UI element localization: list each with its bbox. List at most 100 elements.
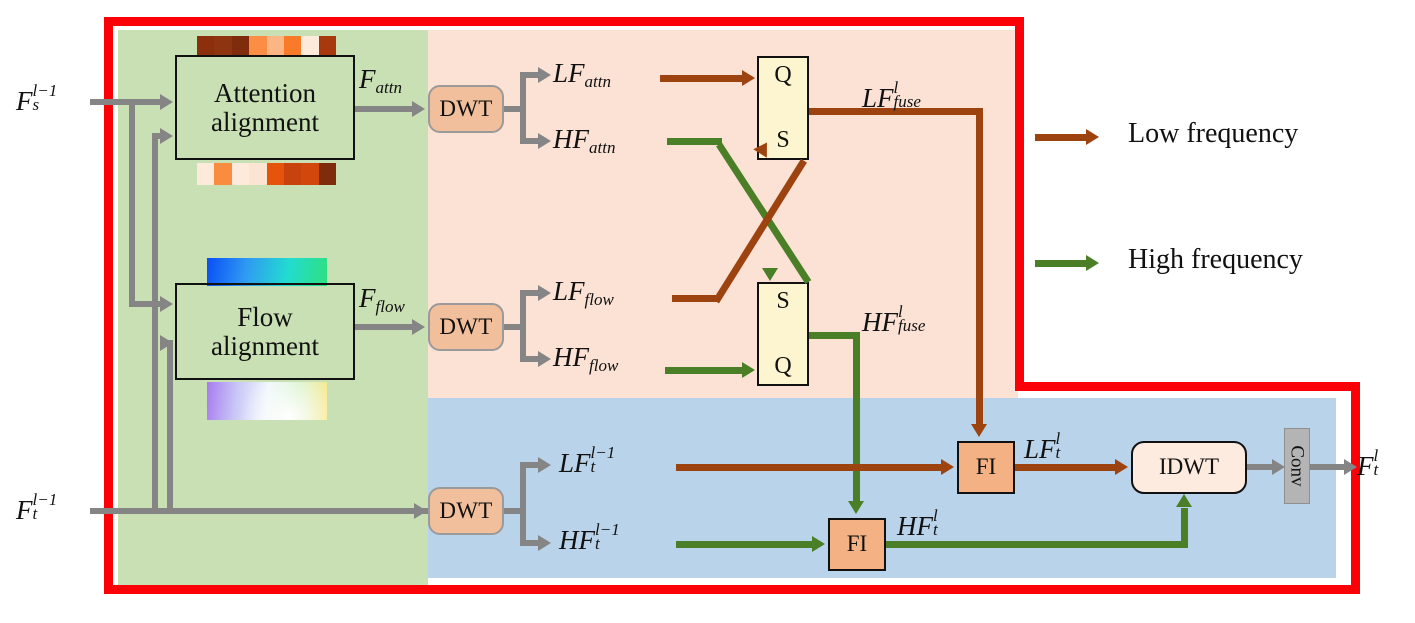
heatmap-cell — [318, 36, 336, 56]
qs-block-attention[interactable]: Q S — [757, 56, 809, 160]
red-outline-right-lower — [1351, 382, 1360, 594]
wire-dwt-target-lf — [520, 462, 540, 468]
arrowhead-hft-prev-to-fi — [812, 536, 825, 552]
dwt-block-flow[interactable]: DWT — [428, 303, 504, 351]
arrowhead-ft-to-dwt — [414, 503, 427, 519]
wire-dwt-flow-lf — [520, 290, 540, 296]
wire-fs-input — [90, 99, 162, 105]
wire-dwt-flow-bus — [520, 290, 526, 362]
attention-alignment-block[interactable]: Attention alignment — [175, 55, 355, 160]
heatmap-cell — [283, 36, 302, 56]
arrowhead-dwt-flow-lf — [538, 285, 551, 301]
wire-hfattn-stub — [667, 138, 722, 145]
label-hf-flow: HFflow — [553, 342, 619, 375]
wire-dwt-attn-lf — [520, 72, 540, 78]
arrowhead-fs-to-flow — [160, 296, 173, 312]
dwt-label: DWT — [439, 95, 493, 121]
flow-alignment-label-1: Flow — [237, 302, 293, 333]
fi-block-low[interactable]: FI — [957, 441, 1015, 494]
red-outline-bottom-right — [1015, 585, 1360, 594]
attention-heatmap-bottom — [197, 163, 336, 185]
fi-block-high[interactable]: FI — [828, 518, 886, 571]
legend-low-frequency-arrow-line — [1035, 134, 1090, 141]
arrowhead-dwt-attn-hf — [538, 133, 551, 149]
label-lf-attn: LFattn — [553, 58, 611, 91]
red-outline-left — [104, 17, 113, 594]
heatmap-cell — [214, 163, 232, 185]
attention-alignment-label-2: alignment — [211, 106, 319, 137]
wire-lffuse-vertical — [976, 108, 983, 428]
wire-idwt-to-conv — [1247, 464, 1277, 470]
legend-high-frequency-arrowhead — [1086, 255, 1099, 271]
arrowhead-attn-to-dwt — [412, 101, 425, 117]
wire-ft-vertical-flow — [167, 340, 173, 510]
arrowhead-dwt-target-hf — [538, 535, 551, 551]
wire-dwt-target-stem — [504, 508, 526, 514]
fi-label: FI — [846, 531, 868, 557]
wire-ft-input — [90, 508, 428, 514]
wire-ft-to-attention — [152, 133, 162, 139]
arrowhead-ft-to-attention — [160, 128, 173, 144]
heatmap-cell — [301, 36, 319, 56]
legend-high-frequency-label: High frequency — [1128, 244, 1303, 275]
red-outline-bottom-left — [104, 585, 1024, 594]
red-outline-right-upper — [1015, 17, 1024, 391]
wire-lfattn-to-q — [660, 75, 745, 82]
wire-dwt-target-bus — [520, 462, 526, 546]
label-f-flow: Fflow — [359, 283, 405, 316]
wire-dwt-attn-bus — [520, 72, 526, 144]
legend-high-frequency-arrow-line — [1035, 260, 1090, 267]
heatmap-cell — [249, 163, 267, 185]
qs-q-label: Q — [774, 352, 792, 379]
dwt-label: DWT — [439, 313, 493, 339]
flow-alignment-block[interactable]: Flow alignment — [175, 283, 355, 380]
flow-field-thumbnail-top — [207, 258, 327, 286]
heatmap-cell — [249, 36, 267, 56]
wire-lft-prev-to-fi — [676, 464, 944, 471]
arrowhead-ft-to-flow — [160, 335, 173, 351]
qs-s-label: S — [776, 288, 790, 314]
heatmap-cell — [266, 36, 284, 56]
arrowhead-fs-to-attention — [160, 94, 173, 110]
heatmap-cell — [231, 163, 250, 185]
red-outline-step — [1015, 382, 1360, 391]
arrowhead-dwt-attn-lf — [538, 67, 551, 83]
arrowhead-hfflow-to-q — [742, 362, 755, 378]
wire-hfflow-to-q — [665, 367, 745, 374]
conv-block[interactable]: Conv — [1284, 428, 1310, 504]
heatmap-cell — [197, 163, 215, 185]
heatmap-cell — [214, 36, 232, 56]
arrowhead-fi-high-to-idwt — [1176, 494, 1192, 507]
dwt-block-attention[interactable]: DWT — [428, 85, 504, 133]
wire-fi-high-vertical — [1181, 508, 1188, 548]
arrowhead-hfattn-to-s — [762, 268, 778, 281]
arrowhead-dwt-flow-hf — [538, 351, 551, 367]
idwt-label: IDWT — [1158, 454, 1220, 480]
wire-dwt-flow-hf — [520, 356, 540, 362]
wire-dwt-attn-stem — [504, 106, 526, 112]
attention-alignment-label-1: Attention — [213, 78, 316, 109]
legend-low-frequency-label: Low frequency — [1128, 118, 1299, 149]
qs-block-flow[interactable]: S Q — [757, 282, 809, 386]
dwt-label: DWT — [439, 497, 493, 523]
arrowhead-idwt-to-conv — [1272, 459, 1285, 475]
arrowhead-fi-low-to-idwt — [1115, 459, 1128, 475]
wire-dwt-attn-hf — [520, 138, 540, 144]
dwt-block-target[interactable]: DWT — [428, 487, 504, 535]
legend-low-frequency-arrowhead — [1086, 129, 1099, 145]
flow-alignment-label-2: alignment — [211, 330, 319, 361]
idwt-block[interactable]: IDWT — [1131, 441, 1247, 494]
label-lf-flow: LFflow — [553, 276, 614, 309]
wire-fi-high-horizontal — [886, 541, 1188, 548]
wire-lfflow-stub — [672, 295, 720, 302]
heatmap-cell — [301, 163, 319, 185]
wire-ft-vertical-attention — [152, 133, 158, 511]
arrowhead-conv-to-output — [1344, 459, 1357, 475]
